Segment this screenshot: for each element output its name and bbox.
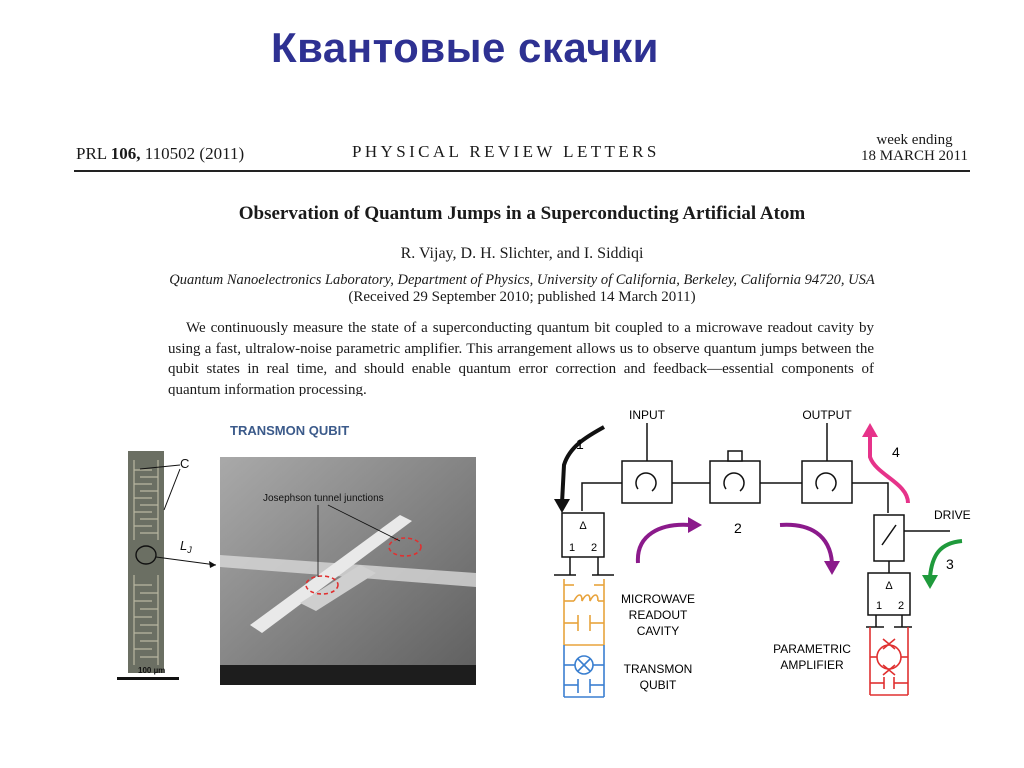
transmon-image: C LJ 100 µm Josephson tunnel junctions [117,451,476,685]
c-label: C [180,456,189,471]
paper-affiliation: Quantum Nanoelectronics Laboratory, Depa… [169,272,875,288]
circuit-diagram: Δ 1 2 Δ 1 2 [540,405,1010,705]
svg-text:2: 2 [591,542,597,554]
scale-label: 100 µm [138,666,165,675]
journal-reference: PRL 106, 110502 (2011) [76,144,245,163]
transmon-figure: TRANSMON QUBIT C LJ [100,415,480,695]
svg-text:1: 1 [569,542,575,554]
junction-marker-1 [305,575,339,595]
delta-left: Δ [579,520,587,532]
transmon-label: TRANSMON QUBIT [230,423,350,438]
scale-bar [117,677,179,680]
circulator-output [801,460,853,504]
paper-excerpt: PRL 106, 110502 (2011) PHYSICAL REVIEW L… [74,132,970,396]
arrow-3 [928,539,963,578]
step-3-label: 3 [946,556,954,572]
svg-text:2: 2 [898,600,904,612]
slide-title: Квантовые скачки [271,24,659,71]
step-4-label: 4 [892,444,900,460]
transmon-qubit-circuit [563,645,605,698]
c-pointer-2 [163,468,181,511]
capacitor-fingers [133,460,159,665]
week-ending: week ending 18 MARCH 2011 [861,132,968,164]
directional-coupler [873,514,905,562]
circulator-input [621,460,673,504]
sem-info-bar [220,665,476,685]
cavity-label-1: MICROWAVE [621,592,695,606]
arrow-2a [635,522,691,564]
readout-cavity [563,579,605,646]
paper-authors: R. Vijay, D. H. Slichter, and I. Siddiqi [400,245,644,262]
amp-label-2: AMPLIFIER [780,658,844,672]
lj-label: LJ [180,538,192,555]
junction-label: Josephson tunnel junctions [263,493,384,504]
svg-text:1: 1 [876,600,882,612]
terminator [727,450,743,462]
amp-label-1: PARAMETRIC [773,642,851,656]
arrow-2b [779,522,834,564]
c-pointer [139,464,181,470]
paper-received: (Received 29 September 2010; published 1… [348,289,696,305]
circuit-svg: Δ 1 2 Δ 1 2 [554,408,971,698]
drive-label: DRIVE [934,508,971,522]
step-2-label: 2 [734,520,742,536]
hybrid-right [867,572,911,616]
parametric-amplifier-circuit [869,627,909,696]
header-rule [74,170,970,172]
output-label: OUTPUT [802,408,852,422]
delta-right: Δ [885,580,893,592]
paper-abstract: We continuously measure the state of a s… [168,320,874,396]
arrow-4 [868,435,910,504]
qubit-label-1: TRANSMON [624,662,693,676]
qubit-label-2: QUBIT [640,678,677,692]
circulator-middle [709,460,761,504]
step-1-label: 1 [576,436,584,452]
input-label: INPUT [629,408,666,422]
arrow-1 [560,425,605,504]
paper-title: Observation of Quantum Jumps in a Superc… [238,203,806,224]
junction-circle [135,545,157,565]
junction-marker-2 [388,537,422,557]
cavity-label-3: CAVITY [637,624,679,638]
journal-name: PHYSICAL REVIEW LETTERS [352,142,660,161]
lj-pointer [155,556,217,566]
cavity-label-2: READOUT [629,608,688,622]
hybrid-left [561,512,605,558]
